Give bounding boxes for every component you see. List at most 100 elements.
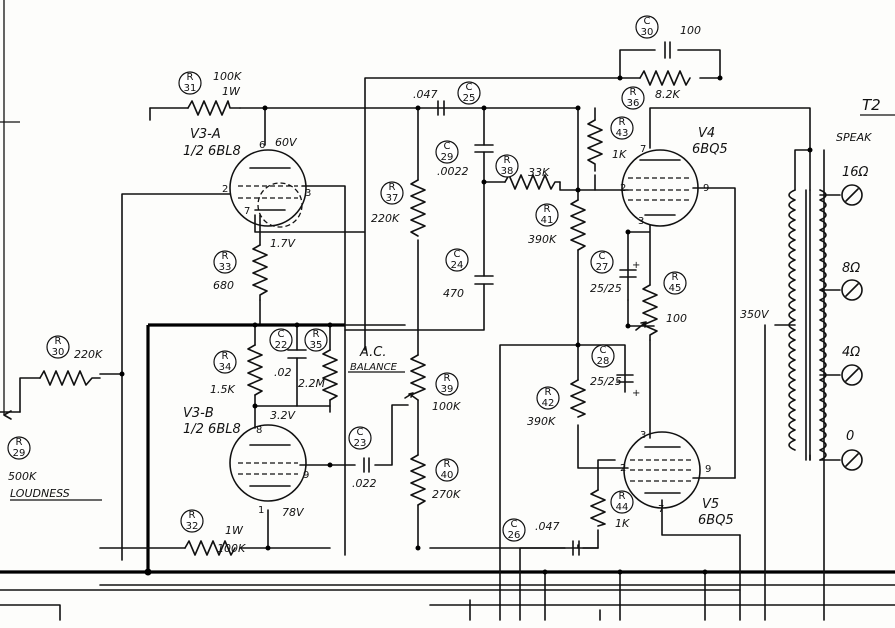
svg-text:2: 2 (620, 463, 626, 474)
misc-labels: A.C. BALANCE T2 SPEAK 350V 16Ω 8Ω 4Ω 0 (348, 96, 895, 444)
r39-value: 100K (432, 400, 461, 413)
r36-value: 8.2K (655, 88, 680, 101)
r35-value: 2.2M (298, 377, 325, 390)
svg-text:42: 42 (542, 398, 555, 409)
tag-r40: R 40 (435, 458, 459, 482)
svg-text:29: 29 (441, 152, 454, 163)
svg-text:34: 34 (219, 362, 232, 373)
speaker-label: SPEAK (836, 131, 872, 144)
r34-value: 1.5K (210, 383, 235, 396)
svg-text:24: 24 (451, 260, 464, 271)
tap-0-label: 0 (846, 429, 854, 444)
t2-label: T2 (862, 96, 881, 114)
tag-c29: C 29 (435, 140, 459, 164)
r31-value: 100K (213, 70, 242, 83)
svg-text:40: 40 (441, 470, 454, 481)
terminal-0-icon (841, 449, 863, 471)
svg-text:R: R (189, 510, 196, 521)
tube-v3a: 6 2 3 7 (222, 140, 311, 228)
tag-r31: R 31 (178, 71, 202, 95)
r33-value: 680 (213, 279, 234, 292)
ac-balance-label-1: A.C. (359, 345, 386, 360)
plus-c28: + (632, 388, 640, 399)
svg-text:R: R (16, 437, 23, 448)
tag-c24: C 24 (445, 248, 469, 272)
svg-text:39: 39 (441, 384, 454, 395)
v3b-type: 1/2 6BL8 (183, 422, 241, 437)
svg-text:31: 31 (184, 83, 197, 94)
v4-type: 6BQ5 (692, 142, 728, 157)
c29-value: .0022 (437, 165, 469, 178)
resistor-r38 (504, 174, 561, 190)
tube-v5: 3 2 9 7 (620, 430, 711, 515)
capacitor-c29 (474, 144, 494, 153)
terminal-8-icon (841, 279, 863, 301)
v3a-cathode-voltage: 1.7V (270, 237, 296, 250)
svg-text:30: 30 (641, 27, 654, 38)
tap-8-label: 8Ω (842, 261, 860, 276)
c25-value: .047 (413, 88, 438, 101)
v3b-plate-voltage: 78V (282, 506, 305, 519)
r29-value: 500K (8, 470, 37, 483)
tag-c28: C 28 (591, 344, 615, 368)
svg-text:38: 38 (501, 166, 514, 177)
svg-text:8: 8 (256, 425, 262, 436)
svg-text:C: C (454, 249, 461, 260)
tag-c23: C 23 (348, 426, 372, 450)
svg-text:R: R (313, 329, 320, 340)
tag-r43: R 43 (610, 116, 634, 140)
resistors (3, 70, 691, 556)
resistor-r36 (639, 70, 691, 86)
junctions (119, 75, 813, 576)
resistor-r41 (570, 199, 586, 251)
r29-name: LOUDNESS (10, 487, 70, 500)
svg-text:3: 3 (305, 188, 311, 199)
c30-value: 100 (680, 24, 701, 37)
wiper-r29 (3, 410, 12, 420)
tag-r29: R 29 (7, 436, 31, 460)
svg-text:33: 33 (219, 262, 232, 273)
r40-value: 270K (432, 488, 461, 501)
tag-r41: R 41 (535, 203, 559, 227)
svg-text:R: R (504, 155, 511, 166)
resistor-r33 (252, 244, 268, 301)
capacitor-c26 (572, 540, 580, 556)
svg-text:3: 3 (638, 216, 644, 227)
terminal-4-icon (841, 364, 863, 386)
svg-text:R: R (187, 72, 194, 83)
c23-value: .022 (352, 477, 377, 490)
resistor-r32 (184, 540, 236, 556)
svg-text:29: 29 (13, 448, 26, 459)
c24-value: 470 (443, 287, 464, 300)
capacitor-c25 (437, 100, 445, 116)
svg-text:41: 41 (541, 215, 554, 226)
svg-text:R: R (619, 117, 626, 128)
svg-text:R: R (545, 387, 552, 398)
svg-text:30: 30 (52, 347, 65, 358)
resistor-r39 (410, 354, 426, 401)
r38-value: 33K (528, 166, 550, 179)
resistor-r34 (247, 344, 263, 396)
svg-text:R: R (630, 87, 637, 98)
svg-text:28: 28 (597, 356, 610, 367)
capacitor-c22 (287, 349, 307, 359)
tag-r35: R 35 (304, 328, 328, 352)
tube-v3b: 8 9 1 (229, 424, 309, 516)
svg-text:C: C (644, 16, 651, 27)
r31-rating: 1W (222, 85, 241, 98)
tag-r36: R 36 (621, 86, 645, 110)
svg-text:2: 2 (222, 184, 228, 195)
capacitor-c28 (616, 374, 634, 383)
svg-text:C: C (444, 141, 451, 152)
svg-text:7: 7 (640, 144, 646, 155)
tag-c26: C 26 (502, 518, 526, 542)
svg-text:C: C (278, 329, 285, 340)
resistor-r42 (570, 379, 586, 418)
r41-value: 390K (528, 233, 557, 246)
capacitors: + + (287, 41, 671, 556)
ac-balance-label-2: BALANCE (350, 362, 398, 373)
svg-text:C: C (599, 251, 606, 262)
svg-text:2: 2 (620, 183, 626, 194)
